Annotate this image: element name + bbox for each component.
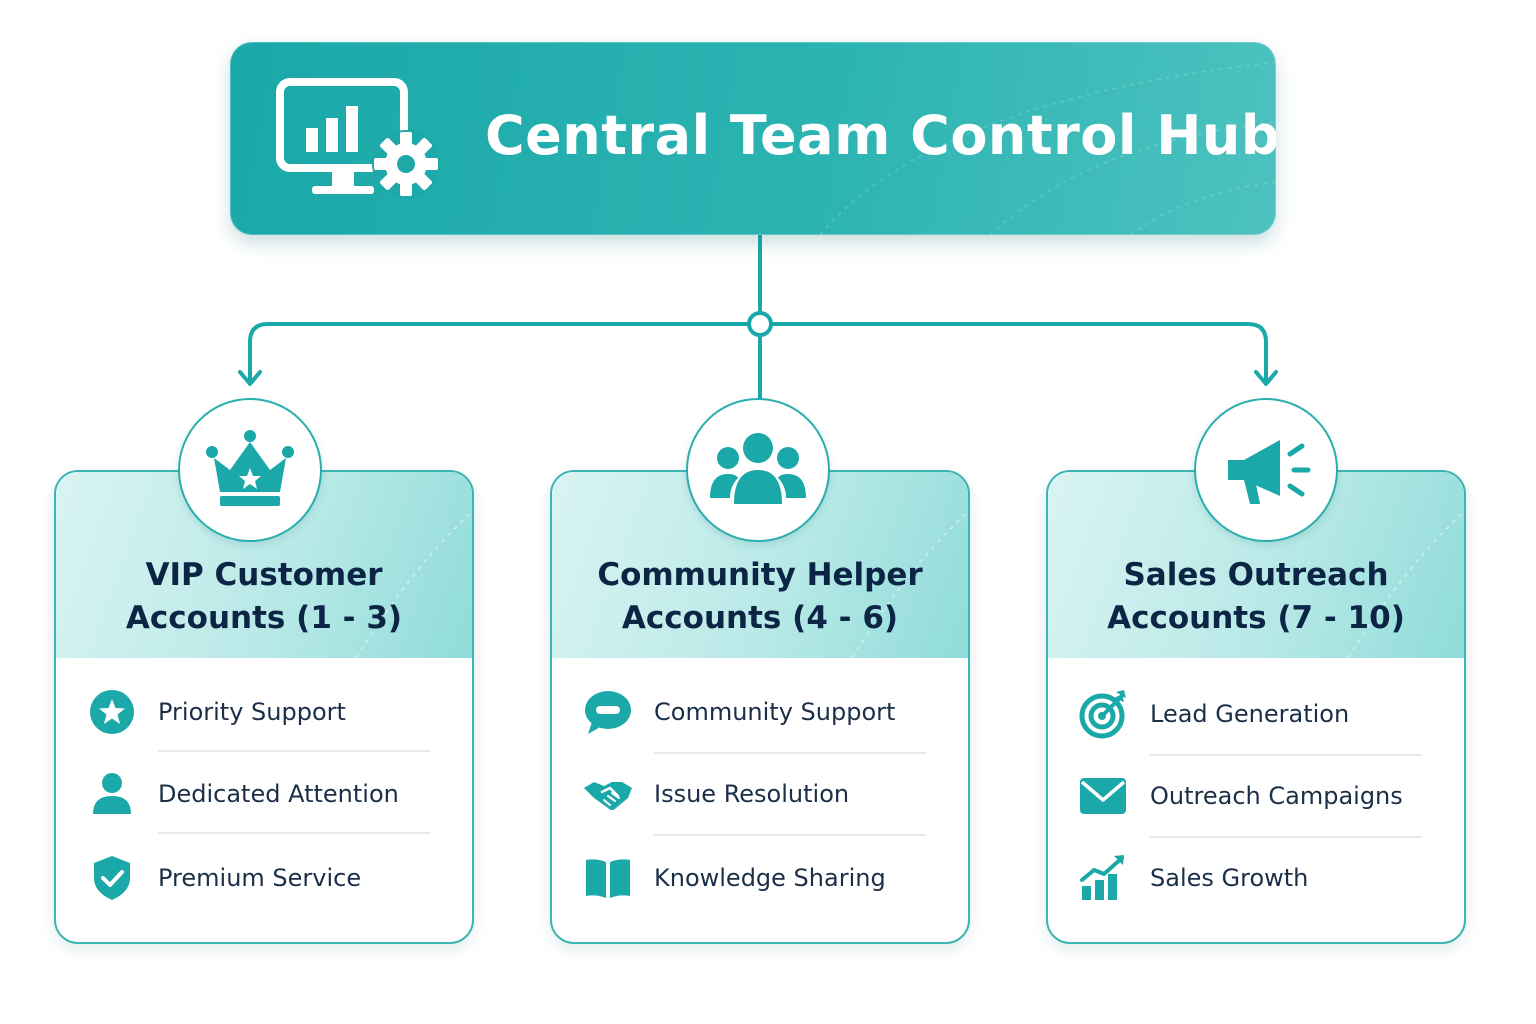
- feature-label: Priority Support: [158, 698, 346, 726]
- divider: [158, 832, 430, 834]
- feature-label: Community Support: [654, 698, 896, 726]
- monitor-chart-gear-icon: [276, 78, 440, 198]
- feature-item: Knowledge Sharing: [552, 838, 968, 920]
- vip-badge: [178, 398, 322, 542]
- feature-label: Premium Service: [158, 864, 362, 892]
- chat-bubble-icon: [585, 691, 631, 734]
- junction-node: [747, 311, 773, 337]
- star-badge-icon: [90, 690, 134, 734]
- feature-label: Issue Resolution: [654, 780, 850, 808]
- hub-title: Central Team Control Hub: [485, 104, 1276, 167]
- feature-item: Issue Resolution: [552, 756, 968, 838]
- envelope-icon: [1080, 778, 1126, 814]
- sales-badge: [1194, 398, 1338, 542]
- feature-item: Dedicated Attention: [56, 754, 472, 836]
- community-badge: [686, 398, 830, 542]
- feature-label: Dedicated Attention: [158, 780, 399, 808]
- divider: [158, 750, 430, 752]
- connector-right-branch: [770, 322, 1268, 384]
- megaphone-icon: [1228, 440, 1311, 504]
- divider: [654, 752, 926, 754]
- feature-item: Sales Growth: [1048, 838, 1464, 920]
- arrow-right-head: [1254, 370, 1278, 386]
- divider: [654, 834, 926, 836]
- person-icon: [93, 773, 131, 814]
- divider: [1150, 754, 1422, 756]
- people-group-icon: [710, 433, 806, 504]
- card-title-line2: Accounts (4 - 6): [621, 600, 899, 636]
- arrow-left-head: [238, 370, 262, 386]
- crown-icon: [206, 430, 294, 506]
- card-title-line1: Sales Outreach: [1123, 557, 1389, 593]
- feature-label: Sales Growth: [1150, 864, 1309, 892]
- hub-decoration: [819, 61, 1276, 235]
- card-title: VIP Customer Accounts (1 - 3): [56, 554, 472, 640]
- shield-check-icon: [94, 856, 130, 900]
- central-hub-banner: Central Team Control Hub: [230, 42, 1276, 235]
- feature-label: Knowledge Sharing: [654, 864, 886, 892]
- card-title-line1: VIP Customer: [145, 557, 383, 593]
- connector-left-branch: [248, 322, 750, 384]
- feature-item: Premium Service: [56, 838, 472, 920]
- card-vip-customer: VIP Customer Accounts (1 - 3) Priority S…: [54, 470, 474, 944]
- card-community-helper: Community Helper Accounts (4 - 6) Commun…: [550, 470, 970, 944]
- handshake-icon: [584, 782, 632, 810]
- card-header: Community Helper Accounts (4 - 6): [552, 472, 968, 659]
- growth-chart-icon: [1080, 855, 1124, 900]
- feature-item: Priority Support: [56, 672, 472, 754]
- card-title: Sales Outreach Accounts (7 - 10): [1048, 554, 1464, 640]
- feature-item: Community Support: [552, 672, 968, 754]
- feature-item: Outreach Campaigns: [1048, 758, 1464, 840]
- feature-item: Lead Generation: [1048, 676, 1464, 758]
- card-title-line2: Accounts (1 - 3): [125, 600, 403, 636]
- divider: [1150, 836, 1422, 838]
- feature-label: Lead Generation: [1150, 700, 1350, 728]
- card-title-line1: Community Helper: [597, 557, 923, 593]
- card-title-line2: Accounts (7 - 10): [1107, 600, 1405, 636]
- card-title: Community Helper Accounts (4 - 6): [552, 554, 968, 640]
- open-book-icon: [586, 859, 630, 898]
- target-arrow-icon: [1079, 690, 1126, 739]
- feature-label: Outreach Campaigns: [1150, 782, 1403, 810]
